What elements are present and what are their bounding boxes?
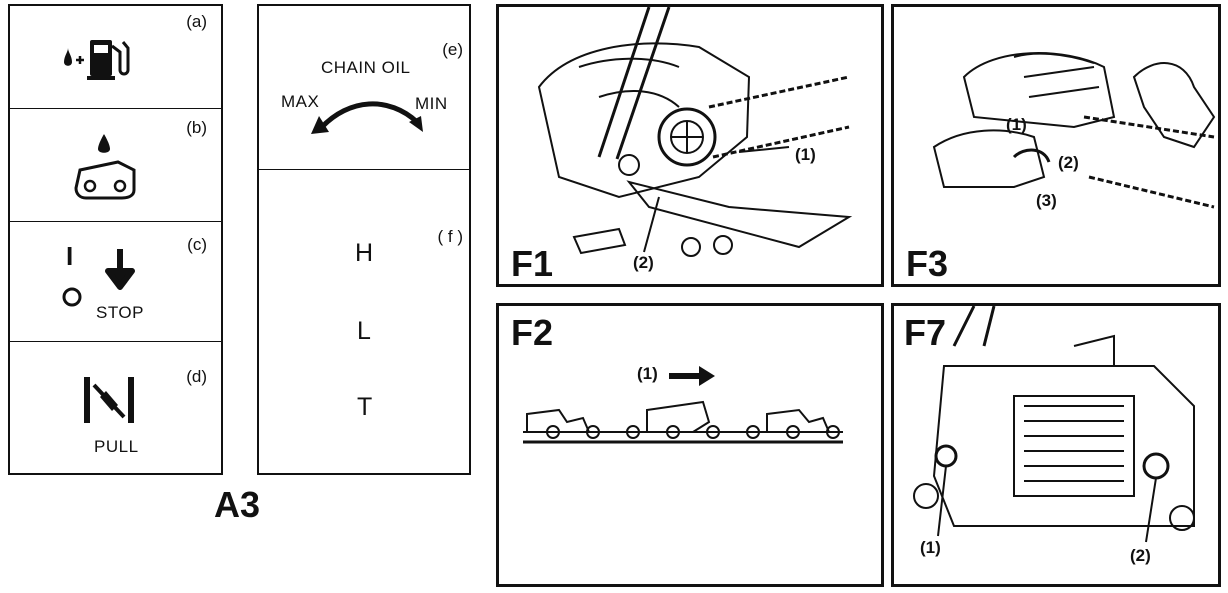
f7-label: F7 [904, 312, 947, 353]
f1-label: F1 [511, 243, 554, 284]
symbol-cell-fuel: (a) [10, 6, 221, 109]
chain-oil-drop-icon [74, 134, 136, 200]
f3-callout-1: (1) [1006, 115, 1027, 134]
choke-pull-icon [84, 377, 134, 423]
tag-a: (a) [186, 12, 207, 31]
f1-callout-2: (2) [633, 253, 654, 272]
f3-label: F3 [906, 243, 949, 284]
carb-h-label: H [355, 239, 374, 267]
f7-callout-1: (1) [920, 538, 941, 557]
symbol-cell-pull: (d) PULL [10, 341, 221, 475]
f2-label: F2 [511, 312, 554, 353]
switch-on-label: I [66, 241, 74, 271]
figure-f3: (1) (2) (3) F3 [891, 4, 1221, 287]
symbol-cell-stop: (c) I STOP [10, 221, 221, 342]
oil-carb-column: (e) CHAIN OIL MAX MIN ( f ) H L T [257, 4, 471, 475]
tag-b: (b) [186, 118, 207, 137]
f2-direction-arrow-icon [669, 366, 715, 386]
tag-e: (e) [442, 40, 463, 59]
f2-callout-1: (1) [637, 364, 658, 383]
f1-sprocket-drawing [537, 6, 853, 257]
oil-adjust-arrow-icon [311, 101, 423, 134]
carb-cell: ( f ) H L T [259, 169, 469, 473]
max-label: MAX [281, 92, 320, 111]
figure-f2: F2 (1) [496, 303, 884, 587]
f2-chain-drawing [523, 400, 843, 444]
tag-f: ( f ) [437, 227, 464, 246]
figure-f1: (1) (2) F1 [496, 4, 884, 287]
carb-t-label: T [357, 393, 373, 421]
tag-d: (d) [186, 367, 207, 386]
panel-a3-title: A3 [214, 484, 261, 525]
f3-chain-tension-drawing [932, 52, 1216, 209]
figure-f7: F7 (1) (2) [891, 303, 1221, 587]
pull-caption: PULL [94, 437, 139, 456]
fuel-pump-icon [64, 40, 130, 80]
tag-c: (c) [187, 235, 207, 254]
f7-callout-2: (2) [1130, 546, 1151, 565]
symbol-column: (a) (b) (c) I STOP (d) [8, 4, 223, 475]
stop-caption: STOP [96, 303, 144, 322]
min-label: MIN [415, 94, 448, 113]
f7-tank-caps-drawing [913, 305, 1195, 543]
f3-callout-3: (3) [1036, 191, 1057, 210]
carb-l-label: L [357, 317, 371, 345]
chain-oil-title: CHAIN OIL [321, 58, 411, 77]
chain-oil-cell: (e) CHAIN OIL MAX MIN [259, 6, 469, 170]
f1-callout-1: (1) [795, 145, 816, 164]
symbol-cell-chain-oil: (b) [10, 108, 221, 222]
stop-switch-icon [62, 249, 135, 307]
f3-callout-2: (2) [1058, 153, 1079, 172]
